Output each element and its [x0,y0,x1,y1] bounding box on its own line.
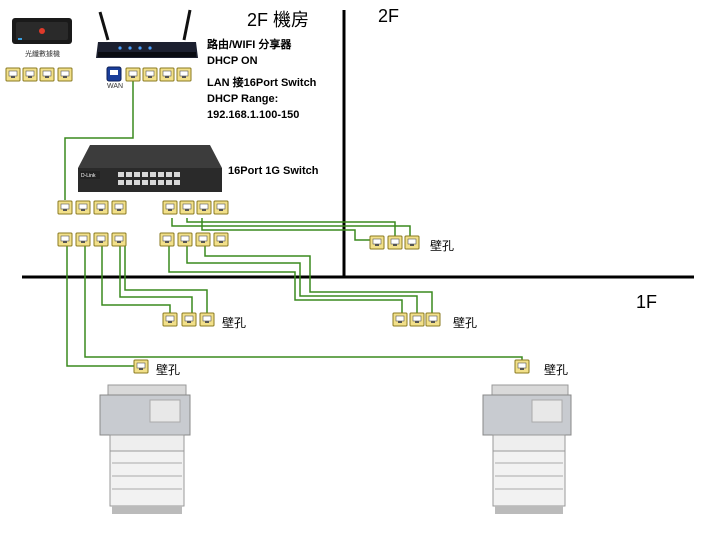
wall-jack-label-e: 壁孔 [544,363,569,377]
switch-label: 16Port 1G Switch [228,165,319,177]
cable-patch-to-jack-c2 [186,245,418,314]
cable-patch-to-jack-a3 [201,218,377,241]
router-note-4: DHCP Range: [207,93,279,105]
cable-patch-to-jack-a2 [186,218,396,237]
wan-label: WAN [107,83,124,90]
switch-ports-lower-left [57,232,127,247]
floor-label-2f: 2F [378,6,400,26]
router-note-1: 路由/WIFI 分享器 [207,39,292,51]
wall-jack-label-b: 壁孔 [222,316,247,330]
router-lan-ports [125,67,192,82]
cable-patch-to-jack-c3 [204,245,433,314]
wall-jack-group-b [162,312,215,327]
modem-label: 光纖數據機 [25,51,60,58]
wall-jack-group-c [392,312,441,327]
router-wan-port [106,66,122,82]
router-device [96,9,198,58]
cable-patch-to-jack-e [84,245,523,362]
wall-jack-group-a [369,235,420,250]
floor-label-1f: 1F [636,292,658,312]
switch-ports-upper-right [162,200,229,215]
router-note-2: DHCP ON [207,55,258,67]
printer-right [482,384,572,514]
router-note-5: 192.168.1.100-150 [207,109,300,121]
wall-jack-label-c: 壁孔 [453,316,478,330]
wall-jack-label-d: 壁孔 [156,363,181,377]
switch-device [78,145,222,192]
modem-ports [5,67,73,82]
fiber-modem [12,18,72,44]
cable-patch-to-jack-b3 [124,245,208,314]
cabling [64,80,523,367]
cable-patch-to-jack-b2 [119,245,193,314]
router-note-3: LAN 接16Port Switch [207,77,317,89]
switch-ports-lower-right [159,232,229,247]
switch-ports-upper-left [57,200,127,215]
wall-jack-d [133,359,149,374]
cable-router-to-switch [64,80,134,200]
printer-left [99,384,191,514]
cable-patch-to-jack-b1 [101,245,171,314]
cable-patch-to-jack-d [66,245,141,367]
wall-jack-e [514,359,530,374]
server-room-title: 2F 機房 [247,10,310,30]
switch-brand: D-Link [81,173,96,179]
wall-jack-label-a: 壁孔 [430,239,455,253]
cable-patch-to-jack-a1 [171,218,411,237]
cable-patch-to-jack-c1 [168,245,403,314]
